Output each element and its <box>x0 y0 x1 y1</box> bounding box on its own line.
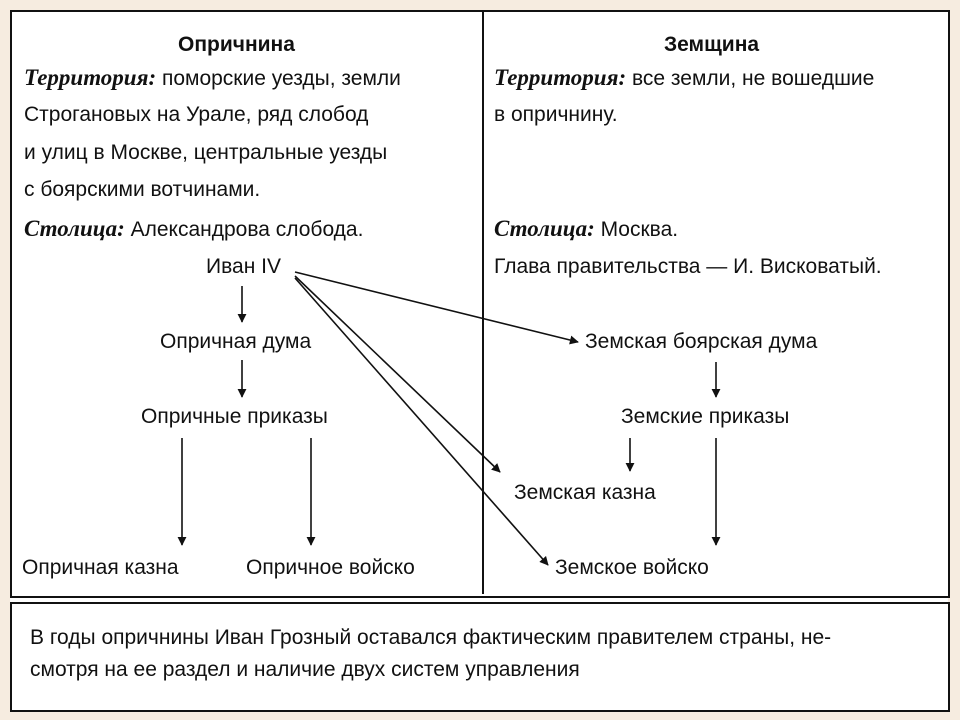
summary-note-line-2: смотря на ее раздел и наличие двух систе… <box>30 658 580 681</box>
left-territory-line-1: Территория: поморские уезды, земли <box>24 65 401 92</box>
right-capital-line: Столица: Москва. <box>494 216 678 243</box>
left-capital-value: Александрова слобода. <box>130 218 364 241</box>
node-oprichnoe-voisko: Опричное войско <box>246 556 415 579</box>
right-capital-label: Столица: <box>494 216 595 241</box>
diagram-frame: Опричнина Территория: поморские уезды, з… <box>10 10 950 712</box>
right-territory-label: Территория: <box>494 65 627 90</box>
summary-note-line-1: В годы опричнины Иван Грозный оставался … <box>30 626 832 649</box>
node-ivan-iv: Иван IV <box>206 255 281 278</box>
node-zemskaya-kazna: Земская казна <box>514 481 656 504</box>
left-territory-line-3: и улиц в Москве, центральные уезды <box>24 141 388 164</box>
right-title: Земщина <box>664 33 760 56</box>
left-capital-label: Столица: <box>24 216 125 241</box>
left-territory-label: Территория: <box>24 65 157 90</box>
node-oprichnaya-duma: Опричная дума <box>160 330 312 353</box>
comparison-table <box>10 10 950 598</box>
left-territory-text-1: поморские уезды, земли <box>161 67 401 90</box>
node-zemskoe-voisko: Земское войско <box>555 556 709 579</box>
right-government-head: Глава правительства — И. Висковатый. <box>494 255 882 278</box>
right-capital-value: Москва. <box>600 218 679 241</box>
right-territory-line-2: в опричнину. <box>494 103 618 126</box>
left-capital-line: Столица: Александрова слобода. <box>24 216 363 243</box>
summary-note-box: В годы опричнины Иван Грозный оставался … <box>10 602 950 712</box>
right-territory-text-1: все земли, не вошедшие <box>631 67 875 90</box>
node-zemskie-prikazy: Земские приказы <box>621 405 790 428</box>
left-territory-line-2: Строгановых на Урале, ряд слобод <box>24 103 369 126</box>
left-title: Опричнина <box>178 33 295 56</box>
node-oprichnaya-kazna: Опричная казна <box>22 556 179 579</box>
left-territory-line-4: с боярскими вотчинами. <box>24 178 261 201</box>
right-territory-line-1: Территория: все земли, не вошедшие <box>494 65 874 92</box>
summary-note: В годы опричнины Иван Грозный оставался … <box>30 622 930 686</box>
node-oprichnye-prikazy: Опричные приказы <box>141 405 328 428</box>
column-divider <box>482 10 484 594</box>
node-zemskaya-boyarskaya-duma: Земская боярская дума <box>585 330 818 353</box>
